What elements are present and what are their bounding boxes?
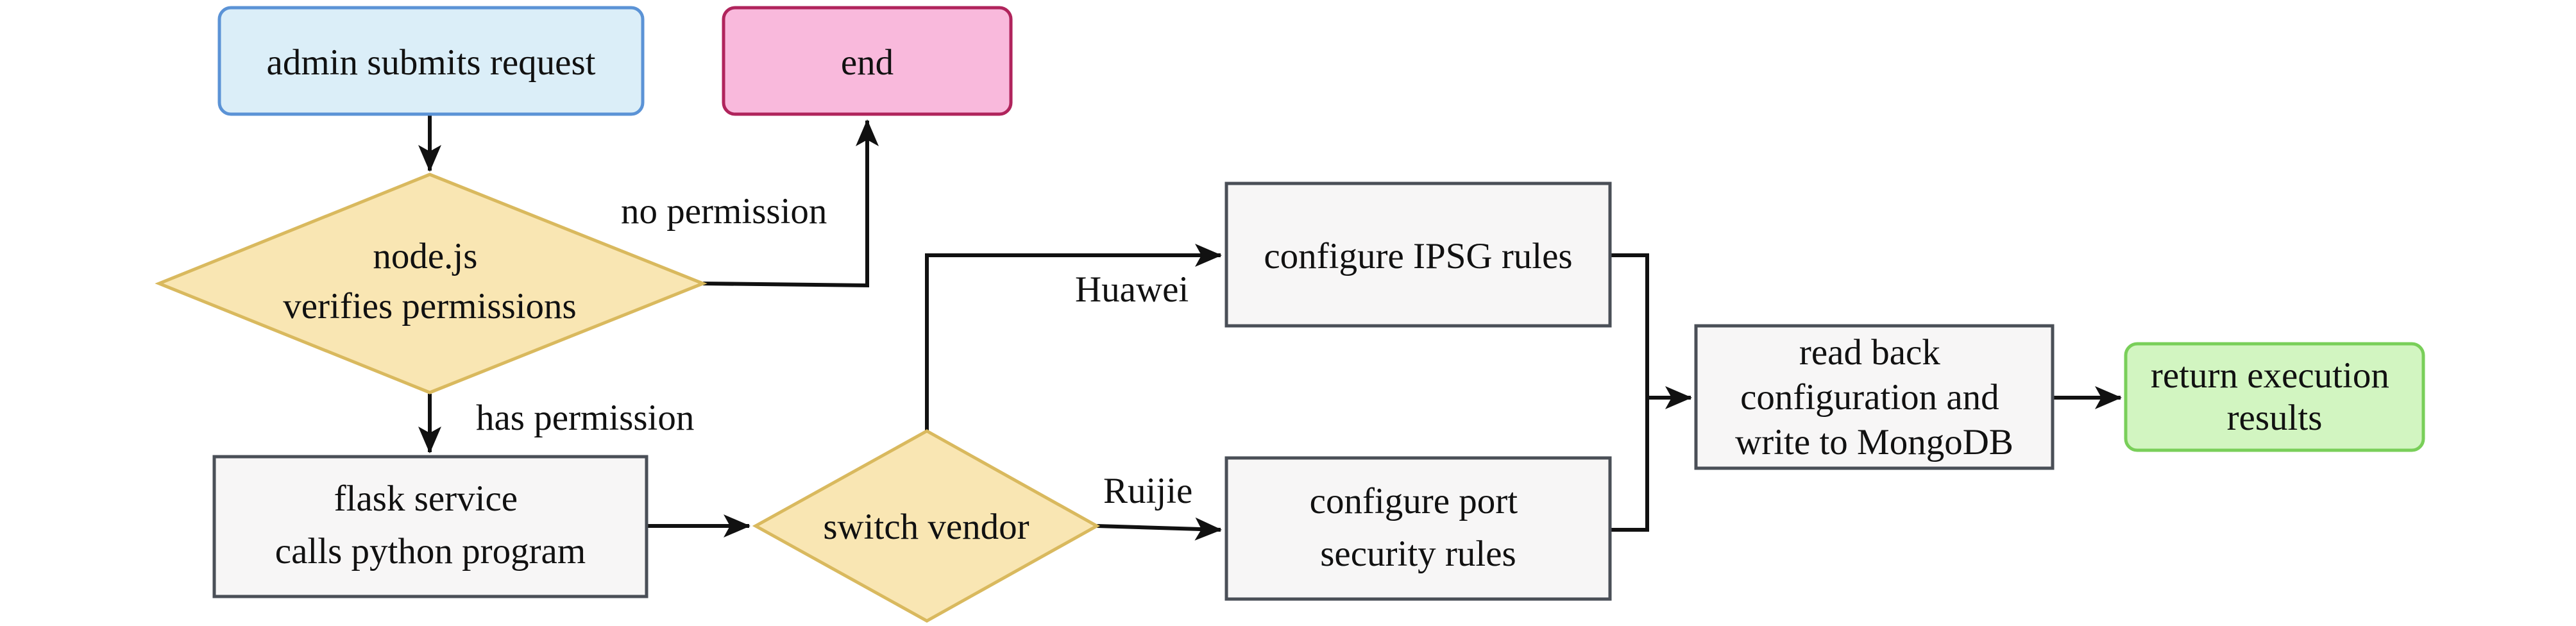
node-end: end: [722, 6, 1013, 116]
edge-switch-to-ipsg: [925, 244, 1222, 431]
node-read-back: read back configuration and write to Mon…: [1694, 324, 2055, 470]
edge-label-has-permission: has permission: [476, 398, 694, 438]
switch-vendor-label: switch vendor: [823, 507, 1029, 547]
node-configure-port-security: configure port security rules: [1224, 456, 1612, 601]
admin-submits-label: admin submits request: [267, 42, 596, 83]
edge-verify-to-end: [702, 119, 879, 288]
node-flask-service: flask service calls python program: [212, 455, 648, 598]
node-switch-vendor: switch vendor: [752, 429, 1101, 623]
return-results-label: return execution results: [2151, 355, 2398, 438]
read-back-label: read back configuration and write to Mon…: [1735, 332, 2013, 462]
flask-service-label: flask service calls python program: [275, 478, 586, 571]
configure-port-security-label: configure port security rules: [1310, 481, 1527, 574]
node-admin-submits: admin submits request: [217, 6, 645, 116]
edge-port-to-merge: [1610, 398, 1649, 532]
edge-label-huawei: Huawei: [1075, 269, 1189, 310]
verify-permissions-label: node.js verifies permissions: [283, 236, 577, 326]
edge-switch-to-port: [1096, 517, 1222, 541]
node-verify-permissions: node.js verifies permissions: [155, 173, 708, 394]
edge-label-no-permission: no permission: [621, 191, 827, 232]
node-return-results: return execution results: [2124, 342, 2425, 452]
configure-ipsg-label: configure IPSG rules: [1264, 236, 1572, 276]
end-label: end: [841, 42, 894, 83]
edges: [418, 114, 2122, 541]
node-configure-ipsg: configure IPSG rules: [1224, 182, 1612, 328]
edge-label-ruijie: Ruijie: [1103, 471, 1192, 511]
edge-ipsg-to-merge: [1610, 253, 1649, 398]
